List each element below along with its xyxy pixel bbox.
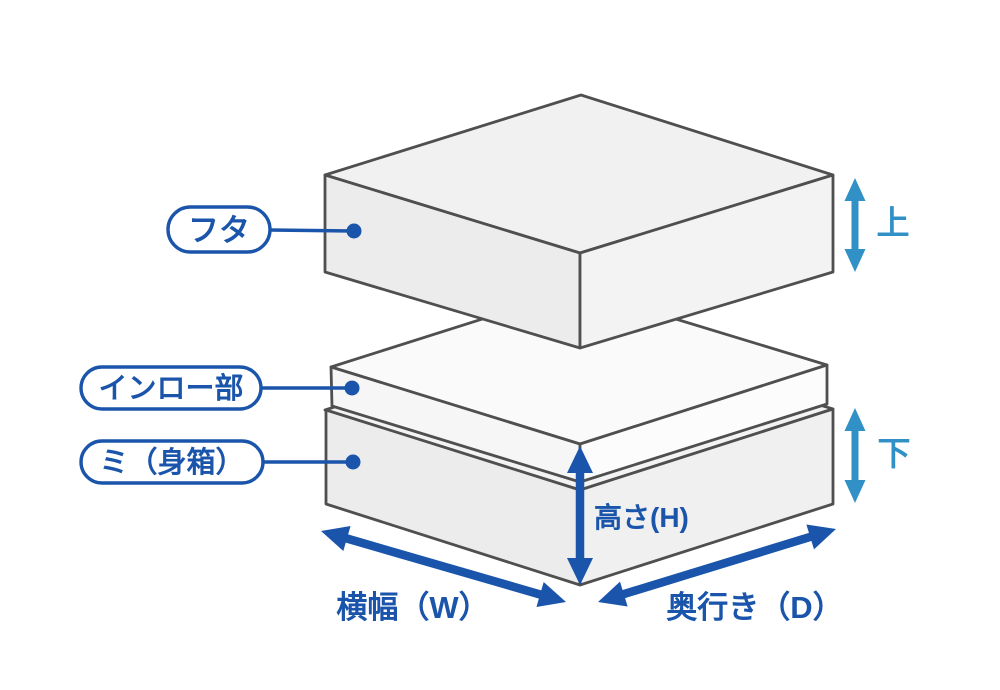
inro-label-text: インロー部 xyxy=(98,371,243,405)
lid-label-text: フタ xyxy=(188,213,250,248)
width-label: 横幅（W） xyxy=(336,590,489,625)
inro-connector-dot xyxy=(344,380,360,396)
lower-label: 下 xyxy=(878,435,911,472)
upper-label: 上 xyxy=(877,204,910,241)
upper-arrow xyxy=(844,178,866,272)
lid-connector-line xyxy=(269,228,354,233)
width-arrow xyxy=(321,526,566,607)
depth-label: 奥行き（D） xyxy=(666,590,843,625)
dimension-arrows xyxy=(321,178,866,607)
lower-arrow xyxy=(844,408,866,503)
lid-connector-dot xyxy=(346,223,362,239)
height-label: 高さ(H) xyxy=(594,502,689,533)
body-label-pill xyxy=(79,439,265,485)
body-connector-dot xyxy=(345,454,361,470)
lid-label-pill xyxy=(166,205,272,254)
depth-arrow xyxy=(598,524,836,607)
lid-right-face xyxy=(578,173,835,350)
body-label-text: ミ（身箱） xyxy=(99,446,244,479)
inro-label-pill xyxy=(79,365,263,411)
height-arrow xyxy=(567,446,593,585)
